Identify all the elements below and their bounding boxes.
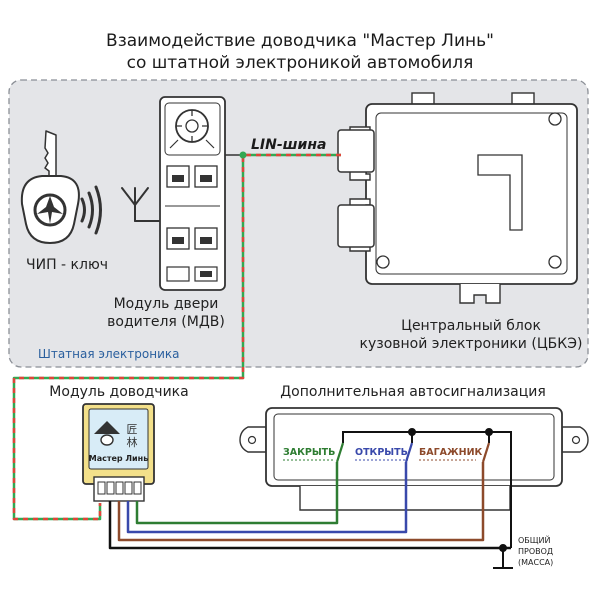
alarm-internal-bus: [342, 428, 512, 548]
closer-brand-label: Мастер Линь: [89, 454, 149, 463]
wire-trunk: [117, 462, 485, 542]
ground-label-line3: (МАССА): [518, 558, 553, 567]
output-wires: [108, 462, 511, 550]
door-module-label-line1: Модуль двери: [114, 296, 219, 312]
wire-ground: [108, 501, 511, 550]
closer-hanzi-top: 匠: [127, 423, 138, 436]
stock-electronics-label: Штатная электроника: [38, 347, 179, 361]
alarm-label: Дополнительная автосигнализация: [280, 384, 546, 400]
wire-unlock: [126, 462, 408, 534]
closer-module-label: Модуль доводчика: [49, 384, 188, 400]
hat-icon: [94, 421, 120, 434]
key-logo-mark: [37, 196, 63, 224]
driver-door-module: [159, 96, 226, 291]
ground-label-line2: ПРОВОД: [518, 547, 553, 556]
closer-hanzi-bottom: 林: [127, 435, 138, 449]
relay-contacts: [335, 442, 491, 463]
chip-key: [20, 130, 80, 245]
key-logo-ring: [33, 193, 67, 227]
radio-waves-icon: [80, 185, 102, 235]
diagram-title-line1: Взаимодействие доводчика "Мастер Линь": [106, 31, 494, 51]
central-unit-label-line1: Центральный блок: [401, 318, 541, 334]
central-unit-label-line2: кузовной электроники (ЦБКЭ): [360, 336, 583, 352]
chip-key-label: ЧИП - ключ: [26, 257, 108, 273]
central-unit-body: [365, 103, 578, 285]
central-unit-connector-bottom: [337, 204, 375, 248]
central-unit-connector-top: [337, 129, 375, 173]
output-lock-label: ЗАКРЫТЬ: [283, 447, 335, 458]
lin-bus-wire: [12, 151, 341, 521]
door-module-label-line2: водителя (МДВ): [107, 314, 225, 330]
output-trunk-label: БАГАЖНИК: [419, 447, 483, 458]
window-lock-button: [166, 266, 190, 282]
diagram-title-line2: со штатной электроникой автомобиля: [127, 53, 474, 73]
lin-bus-label: LIN-шина: [251, 137, 326, 153]
output-unlock-label: ОТКРЫТЬ: [355, 447, 408, 458]
central-body-unit: [337, 92, 578, 304]
wire-lock: [135, 462, 339, 525]
closer-module-face: [88, 408, 149, 470]
key-blade: [44, 130, 57, 183]
ground-label-line1: ОБЩИЙ: [518, 534, 551, 545]
car-alarm-unit: [239, 407, 589, 511]
antenna-icon: [121, 187, 161, 222]
closer-module: 匠 林 Мастер Линь: [82, 403, 155, 502]
ground-icon: [493, 544, 513, 569]
